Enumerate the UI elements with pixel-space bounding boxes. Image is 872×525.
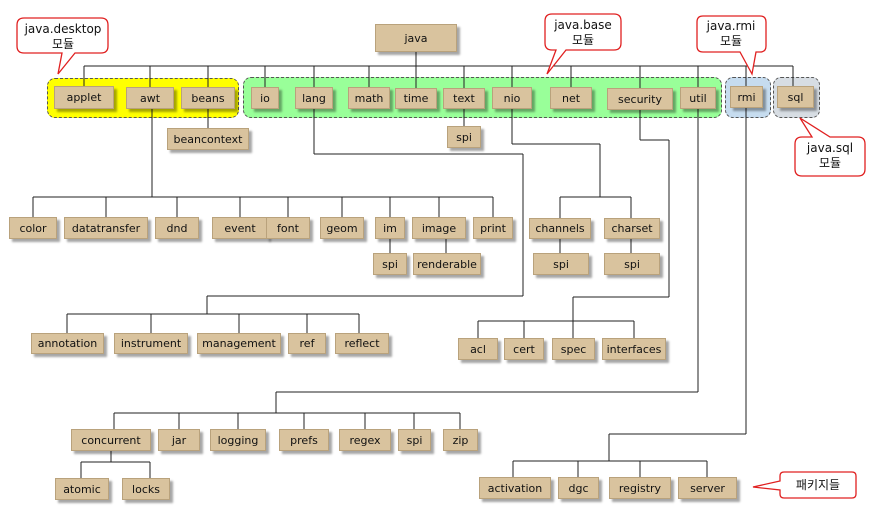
node-font: font [266, 217, 310, 239]
node-text: text [443, 88, 485, 109]
node-datatransfer: datatransfer [64, 217, 148, 239]
node-awt: awt [126, 87, 174, 109]
node-instrument: instrument [114, 333, 188, 354]
node-applet: applet [54, 86, 114, 109]
node-im: im [375, 217, 405, 239]
node-rmi: rmi [730, 86, 763, 108]
node-reflect: reflect [335, 333, 389, 354]
callout-java-rmi: java.rmi 모듈 [696, 15, 767, 76]
node-util-spi: spi [398, 429, 431, 451]
node-acl: acl [458, 338, 498, 360]
node-nio: nio [492, 87, 532, 109]
node-atomic: atomic [55, 478, 109, 500]
node-java: java [375, 24, 457, 52]
node-registry: registry [609, 477, 671, 499]
node-ref: ref [288, 333, 326, 354]
node-security: security [607, 88, 673, 110]
node-math: math [348, 87, 390, 109]
node-lang: lang [295, 87, 333, 109]
node-beans: beans [181, 87, 235, 109]
callout-java-base-line2: 모듈 [572, 33, 594, 47]
callout-packages-label: 패키지들 [796, 478, 840, 492]
node-sql: sql [777, 86, 814, 108]
node-spec: spec [552, 338, 595, 360]
node-charset: charset [604, 218, 660, 239]
callout-packages: 패키지들 [752, 471, 857, 499]
callout-java-desktop-line1: java.desktop [24, 22, 102, 36]
callout-java-sql-line2: 모듈 [819, 156, 841, 170]
node-renderable: renderable [413, 253, 481, 275]
node-server: server [678, 477, 737, 499]
node-concurrent: concurrent [71, 429, 151, 451]
node-jar: jar [158, 429, 200, 451]
node-logging: logging [210, 429, 266, 451]
node-dgc: dgc [558, 477, 599, 499]
callout-java-base: java.base 모듈 [544, 13, 622, 75]
callout-java-desktop-line2: 모듈 [52, 37, 74, 51]
node-regex: regex [339, 429, 391, 451]
node-prefs: prefs [279, 429, 329, 451]
node-event: event [212, 217, 268, 239]
node-interfaces: interfaces [602, 338, 666, 360]
callout-java-base-line1: java.base [553, 18, 612, 32]
node-net: net [550, 87, 592, 109]
node-cert: cert [504, 338, 544, 360]
node-geom: geom [320, 217, 364, 239]
node-dnd: dnd [155, 217, 199, 239]
node-text-spi: spi [447, 126, 481, 148]
callout-java-sql-line1: java.sql [806, 141, 853, 155]
callout-java-desktop: java.desktop 모듈 [16, 17, 109, 75]
callout-java-sql: java.sql 모듈 [794, 117, 866, 177]
node-channels: channels [529, 218, 591, 239]
node-annotation: annotation [31, 333, 104, 354]
node-time: time [395, 88, 437, 109]
node-beancontext: beancontext [167, 128, 249, 150]
node-channels-spi: spi [533, 253, 589, 275]
node-charset-spi: spi [604, 253, 660, 275]
node-activation: activation [479, 477, 551, 499]
node-zip: zip [443, 429, 478, 451]
node-locks: locks [122, 478, 170, 500]
node-io: io [251, 87, 279, 109]
node-color: color [9, 217, 57, 239]
node-management: management [197, 333, 281, 354]
node-util: util [680, 87, 716, 109]
callout-java-rmi-line2: 모듈 [720, 34, 742, 48]
node-im-spi: spi [373, 253, 407, 275]
node-print: print [473, 217, 513, 239]
callout-java-rmi-line1: java.rmi [706, 19, 756, 33]
node-image: image [412, 217, 466, 239]
